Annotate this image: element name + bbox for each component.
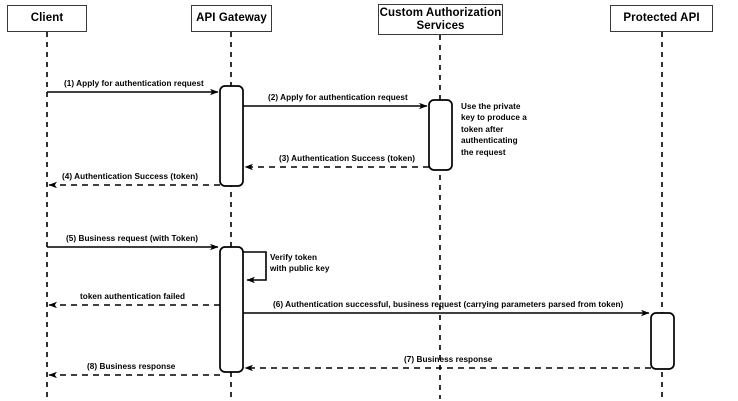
activation-auth-service [428,99,453,171]
message-self-verify-token-arrow[interactable] [243,251,267,284]
lifeline-header-protected-api[interactable]: Protected API [610,5,713,32]
note-private-key: Use the private key to produce a token a… [461,102,527,157]
message-label-1: (1) Apply for authentication request [64,79,204,88]
lifeline-label-custom-auth: Custom Authorization Services [379,6,502,32]
message-label-4: (4) Authentication Success (token) [62,172,199,181]
message-label-5: (5) Business request (with Token) [66,234,199,243]
activation-bars [219,85,675,373]
lifeline-label-api-gateway: API Gateway [196,12,267,24]
message-label-2: (2) Apply for authentication request [268,93,408,102]
message-label-3: (3) Authentication Success (token) [279,154,416,163]
message-arrows [47,88,651,379]
message-label-7: (7) Business response [404,355,493,364]
message-label-8: (8) Business response [87,362,176,371]
lifeline-label-protected-api: Protected API [623,12,700,24]
activation-gw-business [219,246,244,373]
lifeline-header-api-gateway[interactable]: API Gateway [191,5,272,32]
lifeline-label-client: Client [30,12,64,24]
activation-protected-api [650,312,675,370]
message-label-token-auth-failed: token authentication failed [80,292,186,301]
message-label-self-verify-token: Verify token with public key [270,253,330,274]
lifeline-header-client[interactable]: Client [7,5,87,32]
message-label-6: (6) Authentication successful, business … [273,300,624,309]
lifeline-header-custom-auth[interactable]: Custom Authorization Services [378,4,503,35]
activation-gw-auth [219,85,244,187]
